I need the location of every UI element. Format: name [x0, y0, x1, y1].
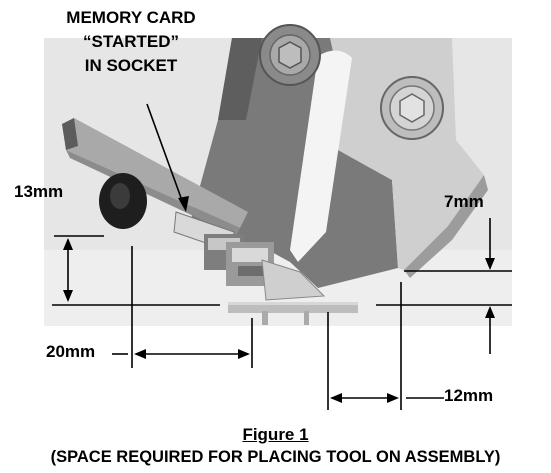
dimension-20mm-label: 20mm — [46, 342, 96, 361]
black-cap — [99, 173, 147, 229]
hex-screw-right — [380, 76, 444, 140]
figure-title: Figure 1 — [0, 424, 551, 445]
callout-line-3: IN SOCKET — [84, 56, 178, 75]
light-bracket — [330, 38, 484, 270]
tool-bar — [62, 118, 248, 228]
dimension-7mm-label: 7mm — [444, 192, 484, 211]
dimension-13mm-label: 13mm — [14, 182, 64, 201]
memory-card — [173, 211, 326, 301]
memory-card-callout: MEMORY CARD “STARTED” IN SOCKET — [0, 6, 262, 78]
figure-subtitle: (SPACE REQUIRED FOR PLACING TOOL ON ASSE… — [50, 448, 501, 466]
figure-title-text: Figure 1 — [242, 425, 309, 444]
callout-line-2: “STARTED” — [82, 32, 179, 51]
bracket-slot — [290, 50, 352, 262]
callout-line-1: MEMORY CARD — [66, 8, 196, 27]
hex-screw-top — [259, 24, 321, 86]
dimension-12mm-label: 12mm — [444, 386, 494, 405]
arrowheads — [63, 196, 495, 403]
pcb-base — [228, 302, 358, 313]
